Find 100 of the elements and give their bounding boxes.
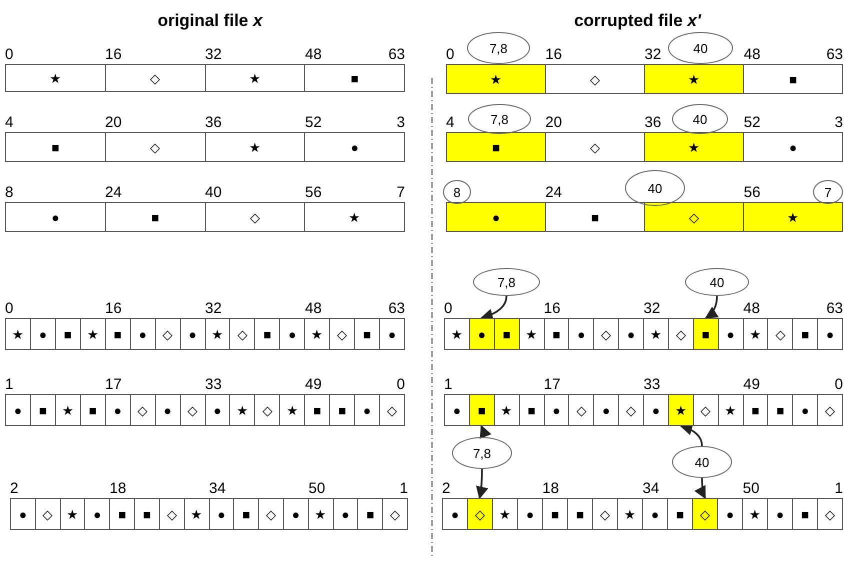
arrow bbox=[476, 469, 488, 500]
data-block: ■ bbox=[468, 395, 494, 425]
position-number: 50 bbox=[742, 481, 760, 496]
position-number: 48 bbox=[743, 301, 760, 316]
data-block: ★ bbox=[60, 499, 84, 529]
callout-ellipse: 7 bbox=[813, 180, 843, 204]
data-block: ◇ bbox=[254, 395, 280, 425]
position-number: 16 bbox=[105, 301, 122, 316]
data-block: ■ bbox=[692, 319, 718, 349]
position-number: 52 bbox=[305, 115, 322, 130]
callout-ellipse: 7,8 bbox=[452, 437, 512, 469]
data-block: ● bbox=[279, 319, 304, 349]
position-number: 2 bbox=[10, 481, 18, 496]
data-block: ◇ bbox=[229, 319, 254, 349]
position-number: 34 bbox=[209, 481, 226, 496]
position-number: 33 bbox=[205, 377, 222, 392]
position-number: 1 bbox=[398, 481, 408, 496]
data-block: ★ bbox=[644, 133, 743, 161]
callout-ellipse: 8 bbox=[443, 180, 471, 204]
position-number: 16 bbox=[105, 47, 122, 62]
data-block: ★ bbox=[279, 395, 304, 425]
position-number: 18 bbox=[542, 481, 559, 496]
position-number: 1 bbox=[834, 481, 843, 496]
position-number: 17 bbox=[105, 377, 122, 392]
position-number: 0 bbox=[5, 301, 14, 316]
position-number: 4 bbox=[5, 115, 14, 130]
callout-ellipse: 40 bbox=[668, 32, 733, 64]
position-number: 2 bbox=[442, 481, 450, 496]
data-block: ◇ bbox=[467, 499, 492, 529]
data-block: ★ bbox=[447, 65, 545, 93]
data-block: ● bbox=[568, 319, 594, 349]
position-number: 63 bbox=[387, 47, 405, 62]
position-number: 20 bbox=[105, 115, 122, 130]
file-strip bbox=[444, 394, 843, 426]
position-number: 24 bbox=[545, 185, 562, 200]
data-block: ● bbox=[447, 203, 545, 231]
data-block: ■ bbox=[447, 133, 545, 161]
file-strip bbox=[5, 318, 405, 350]
position-number: 33 bbox=[644, 377, 660, 392]
data-block: ★ bbox=[743, 203, 842, 231]
position-number: 7 bbox=[396, 185, 405, 200]
position-number: 63 bbox=[825, 47, 843, 62]
position-number: 63 bbox=[825, 301, 843, 316]
position-number: 3 bbox=[396, 115, 405, 130]
file-strip bbox=[5, 394, 405, 426]
arrow bbox=[478, 424, 491, 439]
data-block: ★ bbox=[204, 65, 304, 91]
position-number: 0 bbox=[446, 47, 454, 62]
file-strip bbox=[446, 132, 843, 162]
position-number: 0 bbox=[834, 377, 843, 392]
data-block: ■ bbox=[254, 319, 280, 349]
data-block: ● bbox=[204, 395, 230, 425]
data-block: ◇ bbox=[692, 499, 717, 529]
position-number: 63 bbox=[387, 301, 405, 316]
position-number: 32 bbox=[644, 47, 662, 62]
data-block: ★ bbox=[229, 395, 254, 425]
arrow bbox=[694, 478, 706, 500]
position-number: 24 bbox=[105, 185, 122, 200]
position-number: 32 bbox=[644, 301, 660, 316]
file-strip bbox=[442, 498, 843, 530]
arrow bbox=[704, 296, 719, 319]
column-title: corrupted file x' bbox=[574, 10, 701, 32]
data-block: ● bbox=[84, 499, 110, 529]
data-block: ★ bbox=[668, 395, 693, 425]
callout-ellipse: 40 bbox=[672, 446, 732, 478]
position-number: 56 bbox=[744, 185, 760, 200]
position-number: 0 bbox=[396, 377, 405, 392]
callout-ellipse: 7,8 bbox=[467, 32, 530, 64]
position-number: 52 bbox=[744, 115, 760, 130]
position-number: 1 bbox=[5, 377, 14, 392]
position-number: 50 bbox=[308, 481, 326, 496]
position-number: 49 bbox=[743, 377, 760, 392]
callout-ellipse: 7,8 bbox=[468, 104, 531, 134]
position-number: 32 bbox=[205, 47, 222, 62]
position-number: 36 bbox=[644, 115, 662, 130]
position-number: 4 bbox=[446, 115, 454, 130]
callout-ellipse: 40 bbox=[685, 268, 749, 296]
position-number: 18 bbox=[110, 481, 126, 496]
data-block: ◇ bbox=[767, 319, 792, 349]
data-block: ● bbox=[544, 395, 568, 425]
column-title: original file x bbox=[158, 10, 262, 32]
position-number: 40 bbox=[205, 185, 222, 200]
position-number: 16 bbox=[545, 47, 562, 62]
position-number: 1 bbox=[444, 377, 452, 392]
position-number: 34 bbox=[642, 481, 660, 496]
position-number: 16 bbox=[544, 301, 560, 316]
data-block: ◇ bbox=[204, 203, 304, 231]
callout-ellipse: 40 bbox=[672, 104, 728, 134]
position-number: 48 bbox=[305, 47, 322, 62]
data-block: ■ bbox=[742, 395, 768, 425]
callout-ellipse: 7,8 bbox=[473, 268, 540, 296]
position-number: 0 bbox=[5, 47, 14, 62]
position-number: 36 bbox=[205, 115, 222, 130]
file-strip bbox=[446, 202, 843, 232]
data-block: ● bbox=[468, 319, 494, 349]
file-strip bbox=[446, 64, 843, 94]
arrow bbox=[480, 296, 508, 321]
position-number: 49 bbox=[305, 377, 322, 392]
data-block: ◇ bbox=[568, 395, 594, 425]
data-block: ★ bbox=[644, 65, 743, 93]
